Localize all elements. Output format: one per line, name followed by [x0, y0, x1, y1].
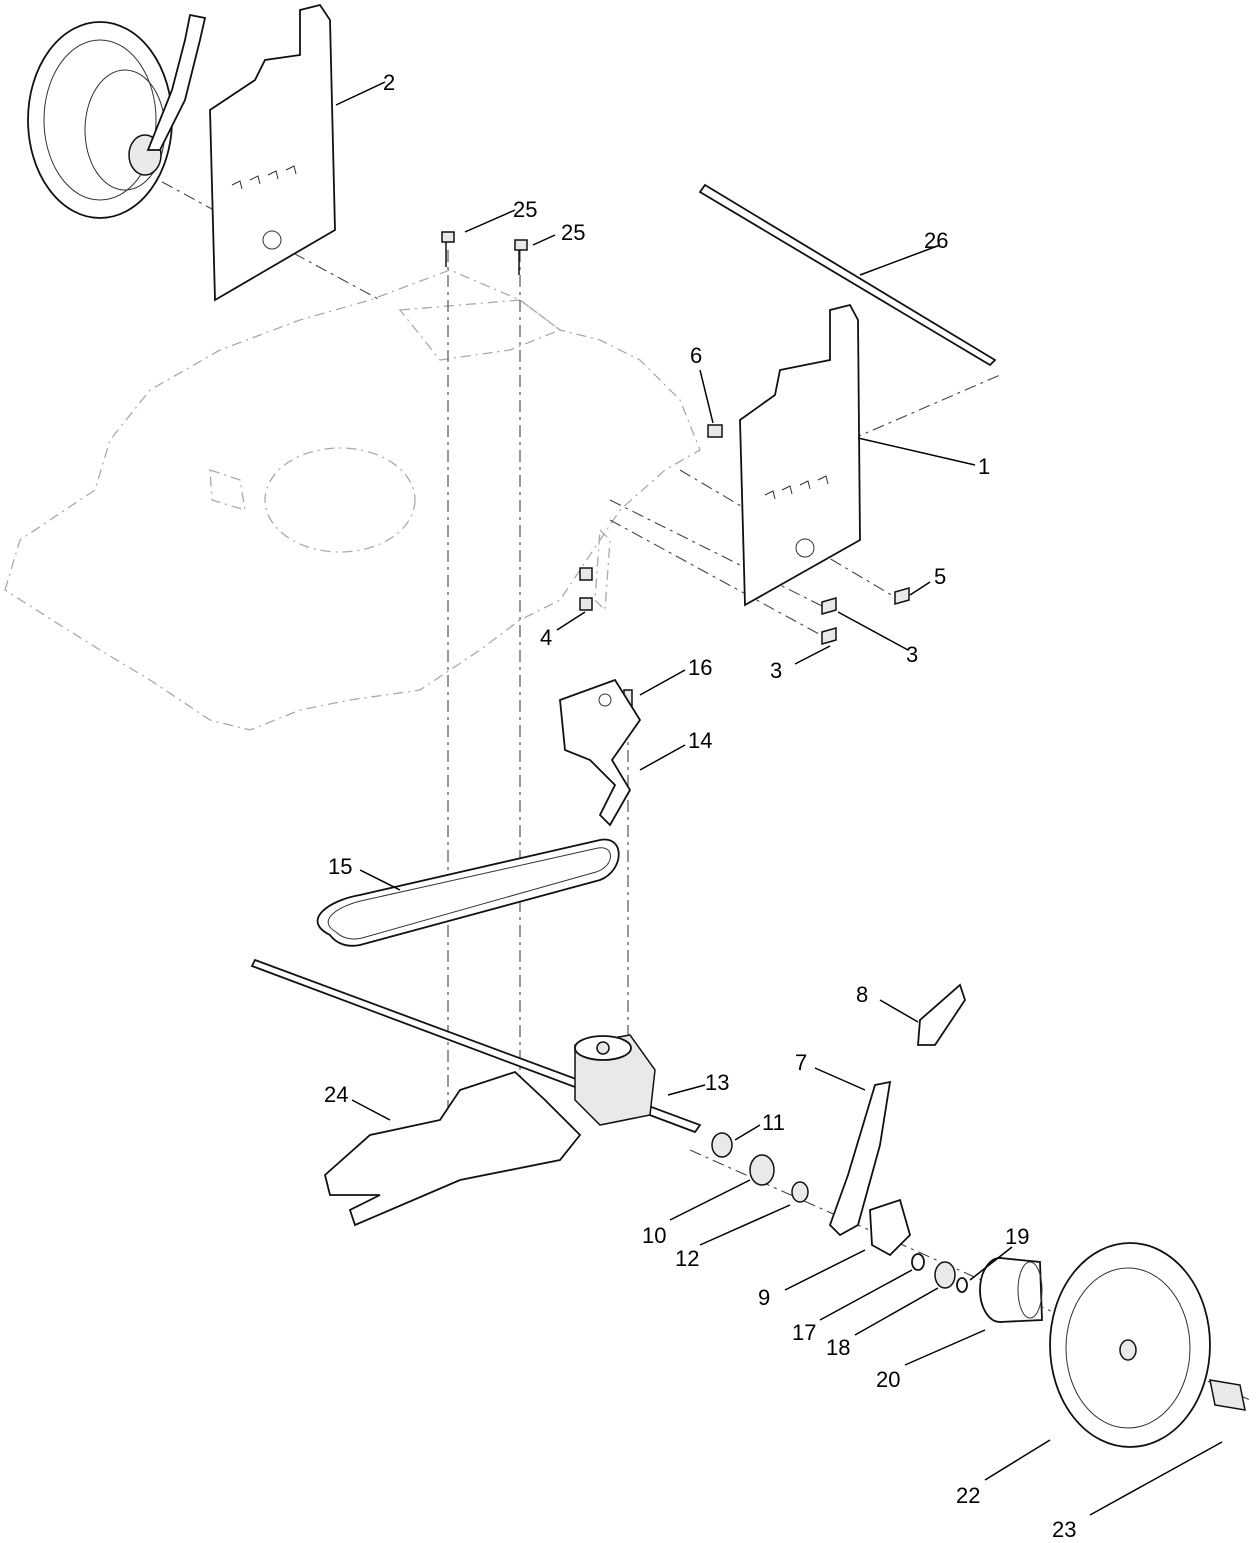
callout-22: 22 [956, 1483, 980, 1508]
callout-8: 8 [856, 982, 868, 1007]
leader-lines [335, 81, 1223, 1516]
callout-25-left: 25 [513, 197, 537, 222]
callout-1: 1 [978, 454, 990, 479]
callout-5: 5 [934, 564, 946, 589]
axle-hardware [711, 1132, 968, 1293]
callout-24: 24 [324, 1082, 348, 1107]
callout-3-lower: 3 [770, 658, 782, 683]
callout-20: 20 [876, 1367, 900, 1392]
rear-rod [698, 183, 997, 367]
callout-25-right: 25 [561, 220, 585, 245]
callout-2: 2 [383, 70, 395, 95]
callout-14: 14 [688, 728, 712, 753]
drive-belt [316, 838, 620, 947]
callout-16: 16 [688, 655, 712, 680]
callout-labels: 1 2 3 3 4 5 6 7 8 9 10 11 12 13 14 15 16… [324, 70, 1076, 1542]
callout-15: 15 [328, 854, 352, 879]
callout-19: 19 [1005, 1224, 1029, 1249]
transmission-and-shaft [250, 958, 702, 1134]
height-adjust-lever [828, 983, 966, 1237]
drive-cup [979, 1257, 1043, 1323]
callout-13: 13 [705, 1070, 729, 1095]
belt-guide-bracket [559, 678, 642, 827]
callout-7: 7 [795, 1050, 807, 1075]
callout-12: 12 [675, 1246, 699, 1271]
callout-9: 9 [758, 1285, 770, 1310]
belt-shield [323, 1070, 582, 1227]
front-wheel-assembly [27, 13, 207, 219]
callout-6: 6 [690, 343, 702, 368]
callout-4: 4 [540, 625, 552, 650]
callout-17: 17 [792, 1320, 816, 1345]
callout-10: 10 [642, 1223, 666, 1248]
rear-wheel [1049, 1242, 1246, 1448]
callout-3-upper: 3 [906, 642, 918, 667]
callout-23: 23 [1052, 1517, 1076, 1542]
height-adjuster-plate-left [209, 3, 336, 302]
callout-11: 11 [762, 1110, 785, 1135]
height-adjuster-plate-right [739, 303, 861, 607]
callout-18: 18 [826, 1335, 850, 1360]
callout-26: 26 [924, 228, 948, 253]
mower-deck-outline [4, 269, 701, 731]
